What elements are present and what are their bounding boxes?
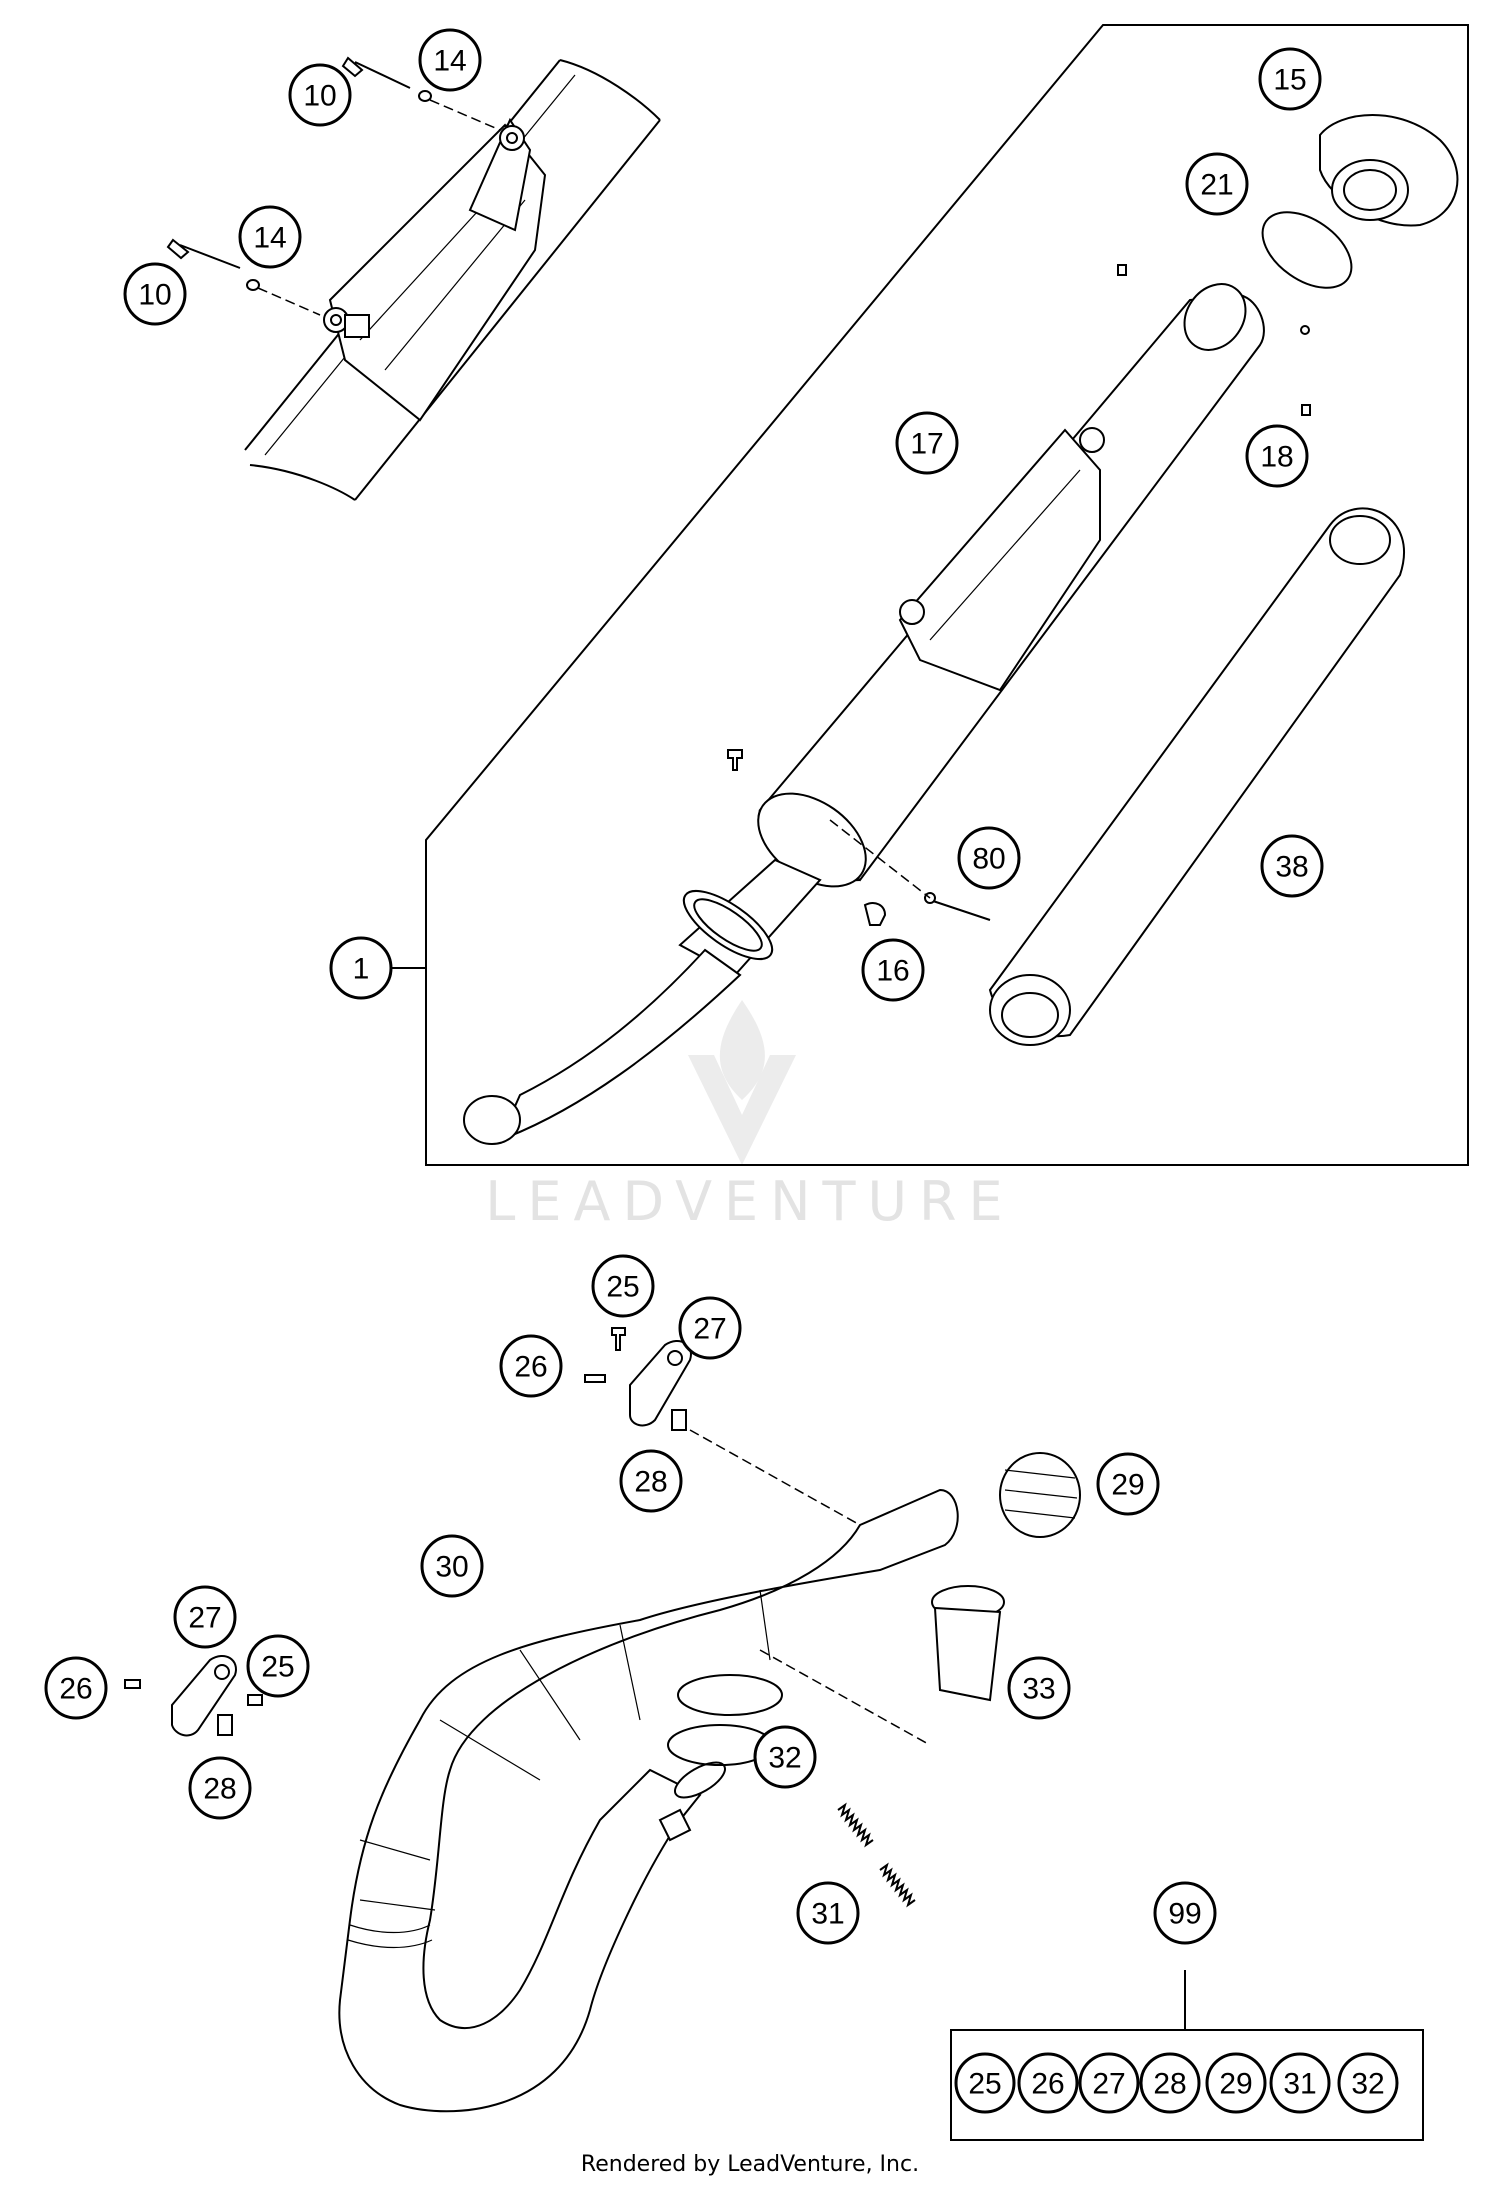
svg-text:25: 25 bbox=[606, 1271, 639, 1304]
svg-text:28: 28 bbox=[1153, 2068, 1186, 2101]
svg-text:10: 10 bbox=[138, 279, 171, 312]
callout-10-mid: 10 bbox=[123, 262, 187, 326]
svg-text:1: 1 bbox=[353, 953, 370, 986]
callout-38: 38 bbox=[1260, 834, 1324, 898]
callout-10-top: 10 bbox=[288, 63, 352, 127]
silencer-body-part bbox=[463, 283, 1310, 1145]
svg-text:29: 29 bbox=[1111, 1469, 1144, 1502]
watermark-text: LEADVENTURE bbox=[485, 1170, 1015, 1233]
kit-item-25: 25 bbox=[954, 2052, 1016, 2114]
svg-text:28: 28 bbox=[634, 1466, 667, 1499]
svg-text:32: 32 bbox=[1351, 2068, 1384, 2101]
callout-32: 32 bbox=[753, 1725, 817, 1789]
end-cap-part bbox=[1319, 114, 1459, 227]
header-bracket-left bbox=[124, 1655, 263, 1737]
springs-part bbox=[837, 1802, 916, 1908]
svg-text:26: 26 bbox=[1031, 2068, 1064, 2101]
svg-text:99: 99 bbox=[1168, 1898, 1201, 1931]
callout-31: 31 bbox=[796, 1881, 860, 1945]
callout-33: 33 bbox=[1007, 1656, 1071, 1720]
exhaust-pipe-part bbox=[338, 1488, 959, 2113]
callout-14-mid: 14 bbox=[238, 205, 302, 269]
svg-text:80: 80 bbox=[972, 843, 1005, 876]
svg-text:38: 38 bbox=[1275, 851, 1308, 884]
callout-14-top: 14 bbox=[418, 28, 482, 92]
svg-text:30: 30 bbox=[435, 1551, 468, 1584]
svg-text:16: 16 bbox=[876, 955, 909, 988]
kit-item-31: 31 bbox=[1269, 2052, 1331, 2114]
svg-text:25: 25 bbox=[261, 1651, 294, 1684]
callout-29: 29 bbox=[1096, 1452, 1160, 1516]
svg-text:15: 15 bbox=[1273, 64, 1306, 97]
svg-text:29: 29 bbox=[1219, 2068, 1252, 2101]
svg-text:18: 18 bbox=[1260, 441, 1293, 474]
svg-text:26: 26 bbox=[514, 1351, 547, 1384]
svg-text:14: 14 bbox=[253, 222, 286, 255]
footer-credit: Rendered by LeadVenture, Inc. bbox=[580, 2152, 920, 2177]
svg-text:31: 31 bbox=[1283, 2068, 1316, 2101]
kit-99-box bbox=[950, 1970, 1424, 2141]
svg-text:14: 14 bbox=[433, 45, 466, 78]
callout-27-top: 27 bbox=[678, 1296, 742, 1360]
callout-17: 17 bbox=[895, 411, 959, 475]
kit-item-26: 26 bbox=[1017, 2052, 1079, 2114]
coupler-part bbox=[999, 1452, 1081, 1538]
muffler-mount-inset bbox=[166, 56, 661, 501]
callout-18: 18 bbox=[1245, 424, 1309, 488]
svg-text:21: 21 bbox=[1200, 169, 1233, 202]
svg-text:17: 17 bbox=[910, 428, 943, 461]
callout-25-left: 25 bbox=[246, 1634, 310, 1698]
svg-text:27: 27 bbox=[188, 1602, 221, 1635]
svg-text:27: 27 bbox=[693, 1313, 726, 1346]
small-hardware-parts bbox=[727, 264, 1311, 926]
callout-27-left: 27 bbox=[173, 1585, 237, 1649]
svg-text:10: 10 bbox=[303, 80, 336, 113]
callout-25-top: 25 bbox=[591, 1254, 655, 1318]
svg-text:27: 27 bbox=[1092, 2068, 1125, 2101]
callout-26-top: 26 bbox=[499, 1334, 563, 1398]
callout-99: 99 bbox=[1153, 1881, 1217, 1945]
callout-28-top: 28 bbox=[619, 1449, 683, 1513]
callout-15: 15 bbox=[1258, 47, 1322, 111]
svg-text:26: 26 bbox=[59, 1673, 92, 1706]
callout-80: 80 bbox=[957, 826, 1021, 890]
callout-16: 16 bbox=[861, 938, 925, 1002]
svg-text:32: 32 bbox=[768, 1742, 801, 1775]
svg-text:25: 25 bbox=[968, 2068, 1001, 2101]
seal-part bbox=[759, 1585, 1005, 1746]
callout-26-left: 26 bbox=[44, 1656, 108, 1720]
callout-28-left: 28 bbox=[188, 1756, 252, 1820]
svg-text:33: 33 bbox=[1022, 1673, 1055, 1706]
kit-item-28: 28 bbox=[1139, 2052, 1201, 2114]
muffler-assembly-frame bbox=[425, 24, 1469, 1166]
kit-item-29: 29 bbox=[1205, 2052, 1267, 2114]
sound-insulation-part bbox=[988, 507, 1405, 1046]
leadventure-watermark-logo bbox=[688, 1000, 796, 1165]
svg-text:31: 31 bbox=[811, 1898, 844, 1931]
callout-21: 21 bbox=[1185, 152, 1249, 216]
kit-item-32: 32 bbox=[1337, 2052, 1399, 2114]
svg-text:28: 28 bbox=[203, 1773, 236, 1806]
callout-30: 30 bbox=[420, 1534, 484, 1598]
kit-item-27: 27 bbox=[1078, 2052, 1140, 2114]
header-bracket-top bbox=[584, 1327, 861, 1526]
callout-1: 1 bbox=[329, 936, 393, 1000]
o-ring-part bbox=[1261, 211, 1353, 289]
